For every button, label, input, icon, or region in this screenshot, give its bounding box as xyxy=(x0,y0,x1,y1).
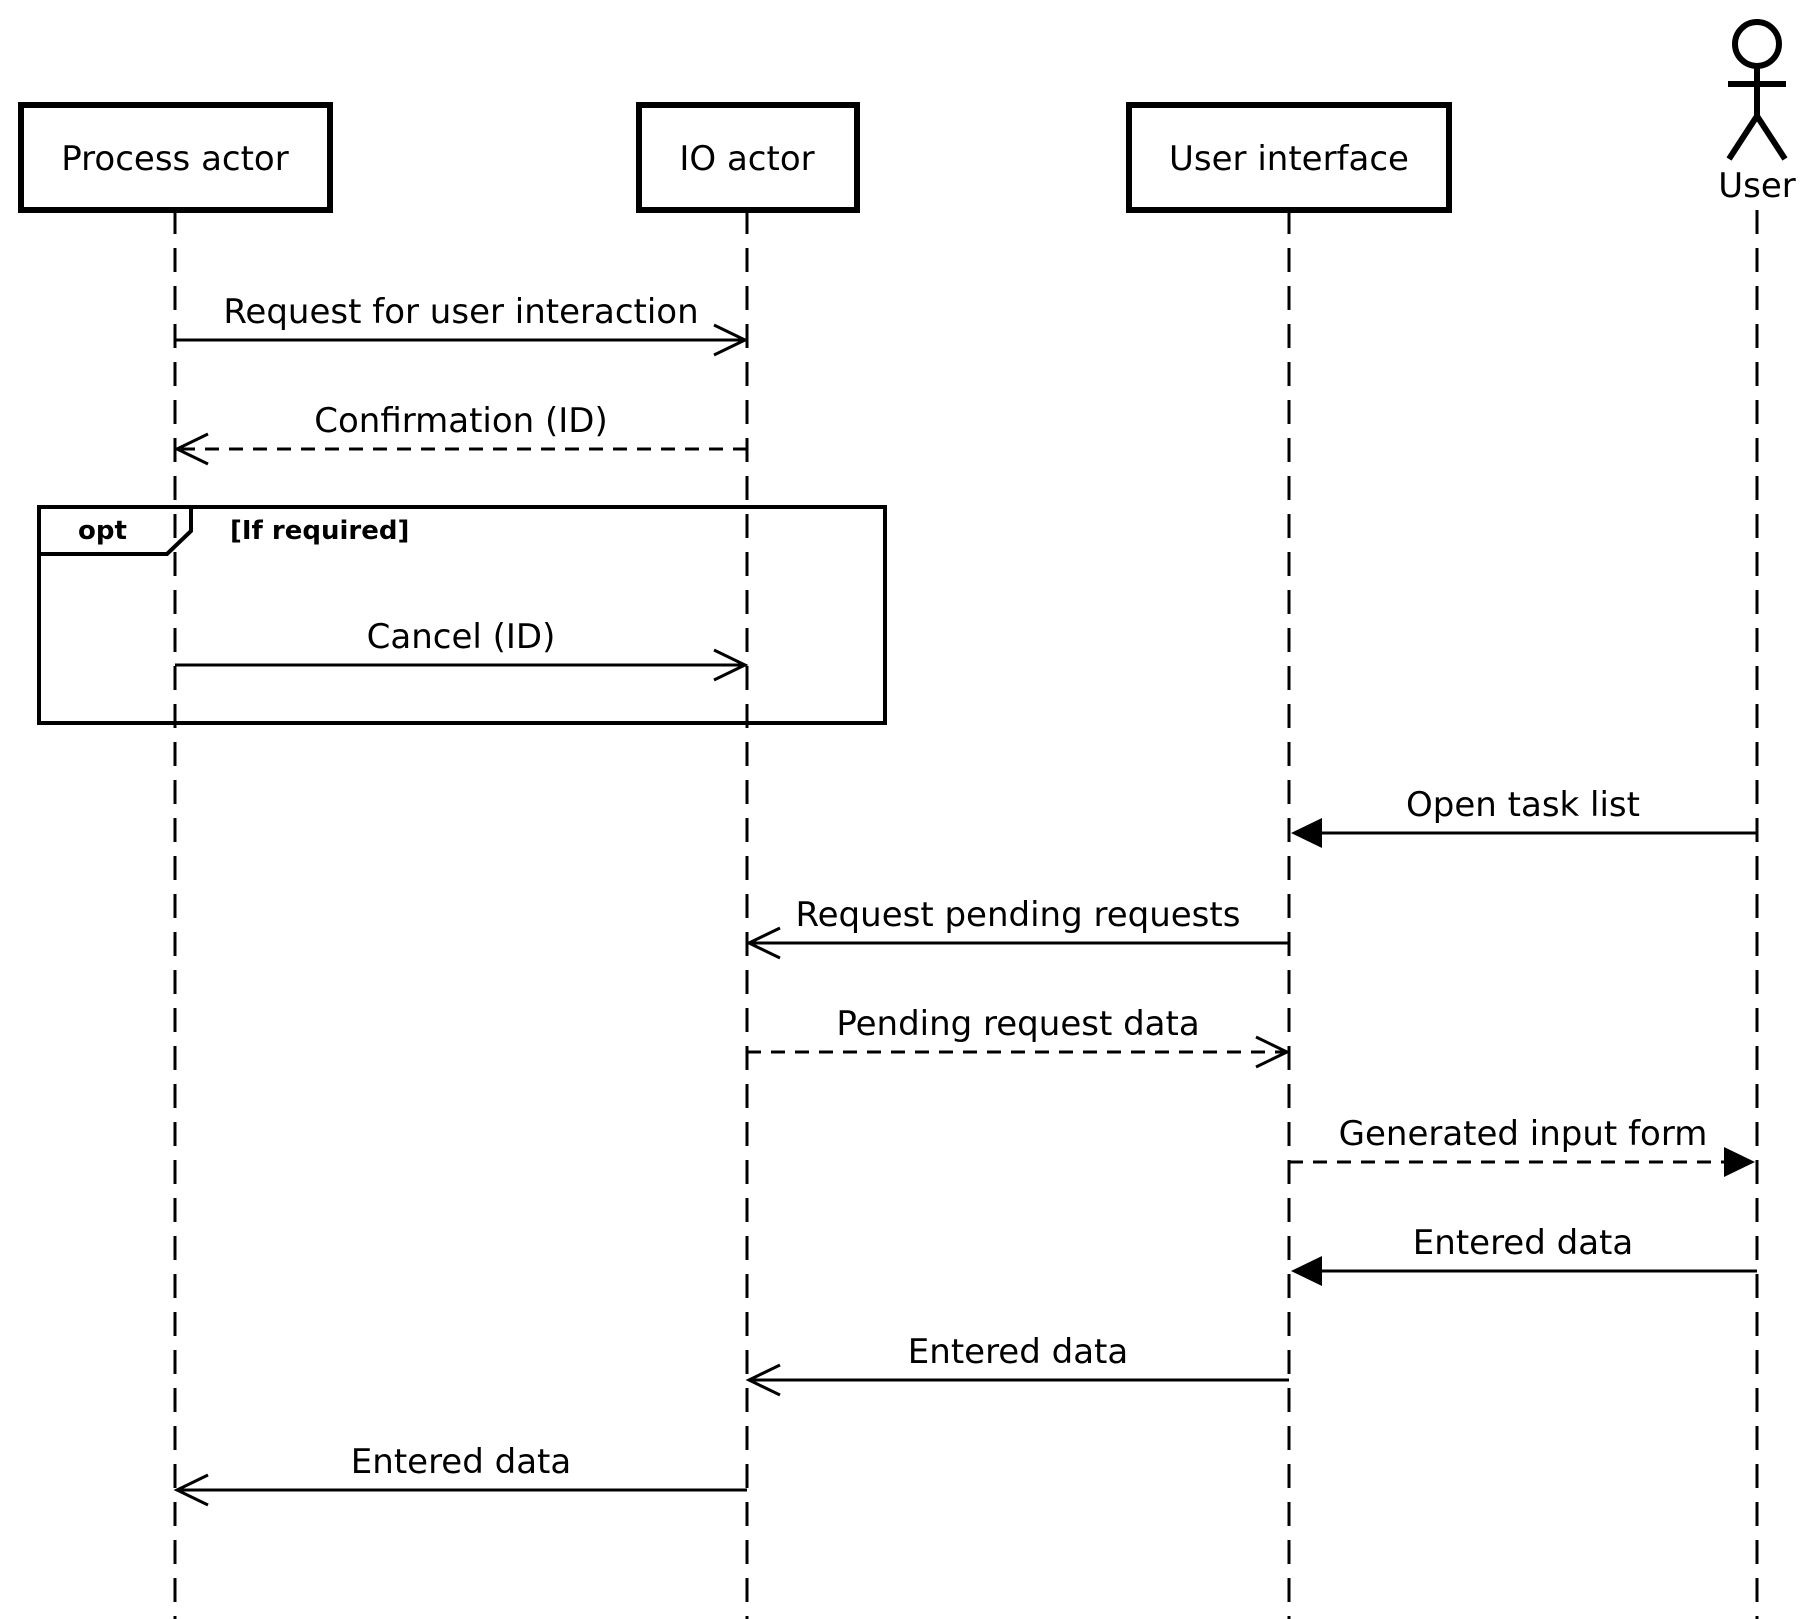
open-arrowhead-icon xyxy=(713,323,749,357)
message-label: Generated input form xyxy=(1339,1114,1708,1154)
participant-label: IO actor xyxy=(679,139,814,179)
message-label: Cancel (ID) xyxy=(367,617,556,657)
message-label: Entered data xyxy=(908,1332,1128,1372)
fragment-guard-label: [If required] xyxy=(230,516,409,546)
participant-label: User xyxy=(1718,166,1796,206)
participant-label: Process actor xyxy=(61,139,288,179)
open-arrowhead-icon xyxy=(173,432,209,466)
open-arrowhead-icon xyxy=(745,1363,781,1397)
open-arrowhead-icon xyxy=(173,1473,209,1507)
participant-box xyxy=(636,102,860,213)
message-label: Pending request data xyxy=(836,1004,1199,1044)
open-arrowhead-icon xyxy=(745,926,781,960)
participant-label: User interface xyxy=(1169,139,1409,179)
message-label: Request pending requests xyxy=(796,895,1241,935)
actor-stick-figure-icon xyxy=(1726,19,1788,161)
message-label: Open task list xyxy=(1406,785,1640,825)
message-entered-data-io-to-process: Entered data xyxy=(173,1442,747,1507)
filled-arrowhead-icon xyxy=(1291,1256,1322,1286)
message-label: Entered data xyxy=(351,1442,571,1482)
fragment-operator-tab xyxy=(39,507,193,556)
message-label: Entered data xyxy=(1413,1223,1633,1263)
open-arrowhead-icon xyxy=(713,648,749,682)
participant-box xyxy=(1126,102,1452,213)
message-pending-request-data: Pending request data xyxy=(747,1004,1291,1069)
open-arrowhead-icon xyxy=(1255,1035,1291,1069)
participant-user-interface: User interface xyxy=(1126,102,1452,213)
message-request-for-user-interaction: Request for user interaction xyxy=(175,292,749,357)
message-label: Confirmation (ID) xyxy=(314,401,608,441)
message-entered-data-ui-to-io: Entered data xyxy=(745,1332,1289,1397)
message-cancel-id: Cancel (ID) xyxy=(175,617,749,682)
message-generated-input-form: Generated input form xyxy=(1289,1114,1755,1177)
message-open-task-list: Open task list xyxy=(1291,785,1757,848)
message-label: Request for user interaction xyxy=(223,292,698,332)
participant-io-actor: IO actor xyxy=(636,102,860,213)
message-confirmation-id: Confirmation (ID) xyxy=(173,401,747,466)
fragment-frame xyxy=(37,505,887,725)
participant-process-actor: Process actor xyxy=(18,102,333,213)
message-request-pending-requests: Request pending requests xyxy=(745,895,1289,960)
filled-arrowhead-icon xyxy=(1291,818,1322,848)
fragment-opt: opt [If required] xyxy=(37,505,887,725)
lifelines xyxy=(173,210,1759,1619)
participant-box xyxy=(18,102,333,213)
message-entered-data-user-to-ui: Entered data xyxy=(1291,1223,1757,1286)
filled-arrowhead-icon xyxy=(1724,1147,1755,1177)
fragment-operator-label: opt xyxy=(78,516,127,546)
participant-user: User xyxy=(1718,19,1796,206)
